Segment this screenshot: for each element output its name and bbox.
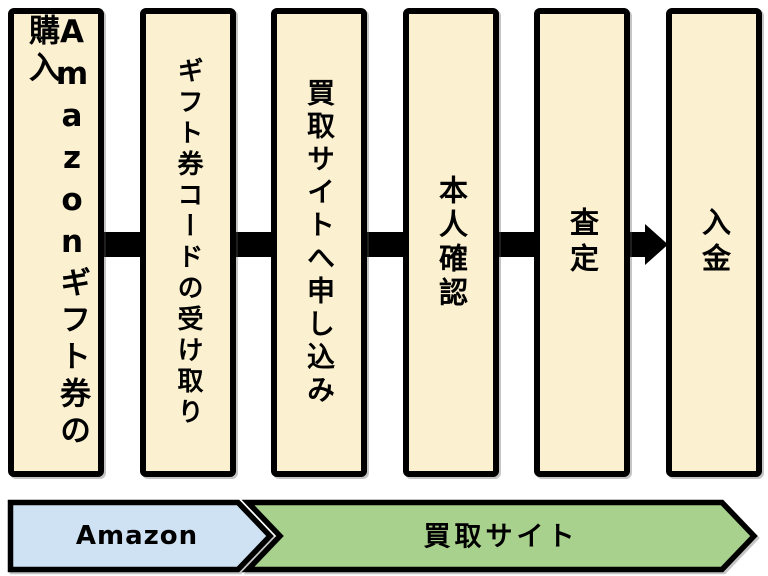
step-code-receive: ギフト券コードの受け取り	[140, 8, 236, 477]
phase-amazon-shape	[7, 499, 274, 573]
phase-kaitori-shape	[241, 499, 758, 573]
step-site-apply: 買取サイトへ申し込み	[271, 8, 367, 477]
step-deposit: 入金	[666, 8, 762, 477]
phase-amazon-label: Amazon	[76, 521, 198, 551]
flow-arrow-head-icon	[645, 224, 668, 265]
step-gift-purchase: Amazonギフト券の購入	[8, 8, 104, 477]
phase-banner: Amazon 買取サイト	[7, 499, 758, 573]
step-identity-check: 本人確認	[403, 8, 499, 477]
phase-kaitori-label: 買取サイト	[424, 522, 579, 553]
step-assessment: 査定	[534, 8, 630, 477]
